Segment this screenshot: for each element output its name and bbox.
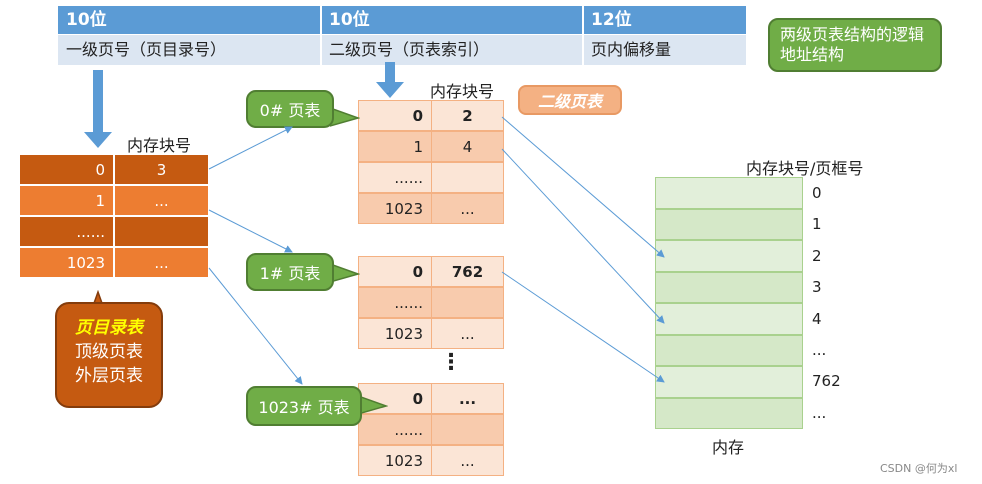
memory-block xyxy=(655,177,803,429)
pt1-block: ... xyxy=(431,318,504,349)
dir-index: 1 xyxy=(19,185,114,216)
table-0-callout-text: 0# 页表 xyxy=(259,101,321,120)
memory-frame xyxy=(655,366,803,398)
table-1023-callout: 1023# 页表 xyxy=(246,386,362,426)
memory-frame xyxy=(655,240,803,272)
dir-index: 1023 xyxy=(19,247,114,278)
connector xyxy=(501,148,665,324)
directory-callout: 页目录表 顶级页表 外层页表 xyxy=(55,302,163,408)
memory-frame-label: ... xyxy=(812,341,827,359)
connector xyxy=(501,271,665,383)
field-3-name: 页内偏移量 xyxy=(583,35,746,65)
memory-frame-label: 1 xyxy=(812,215,822,233)
dir-block: 3 xyxy=(114,154,209,185)
pt0-block xyxy=(431,162,504,193)
connector xyxy=(208,126,293,170)
page-table-1023: 0 ... ...... 1023 ... xyxy=(358,383,504,476)
second-level-label: 二级页表 xyxy=(518,85,622,115)
dir-index: 0 xyxy=(19,154,114,185)
table-1023-callout-text: 1023# 页表 xyxy=(258,398,350,417)
directory-header: 内存块号 xyxy=(127,136,192,155)
arrow-to-directory xyxy=(84,70,112,148)
pt0-block: 4 xyxy=(431,131,504,162)
pt1023-block: ... xyxy=(431,445,504,476)
divider xyxy=(582,6,584,68)
memory-frame-label: 4 xyxy=(812,310,822,328)
pt0-index: ...... xyxy=(358,162,432,193)
pt0-index: 1023 xyxy=(358,193,432,224)
memory-frame-label: 2 xyxy=(812,247,822,265)
field-1-bits: 10位 xyxy=(58,6,321,34)
page-table-0: 0 2 1 4 ...... 1023 ... xyxy=(358,100,504,224)
pt1-index: 0 xyxy=(358,256,432,287)
memory-frame xyxy=(655,334,803,366)
address-format-table: 10位 10位 12位 一级页号（页目录号） 二级页号（页表索引） 页内偏移量 xyxy=(58,6,746,68)
dir-block: ... xyxy=(114,247,209,278)
pt0-index: 0 xyxy=(358,100,432,131)
memory-frame xyxy=(655,208,803,240)
table-1-callout: 1# 页表 xyxy=(246,253,334,291)
table-1-callout-text: 1# 页表 xyxy=(259,264,321,283)
field-3-bits: 12位 xyxy=(583,6,746,34)
memory-frame xyxy=(655,397,803,429)
field-2-name: 二级页号（页表索引） xyxy=(321,35,583,65)
pt1023-block: ... xyxy=(431,383,504,414)
memory-frame-label: 0 xyxy=(812,184,822,202)
second-level-label-text: 二级页表 xyxy=(537,92,602,111)
address-format-note-text: 两级页表结构的逻辑地址结构 xyxy=(780,25,925,64)
tables-ellipsis: ⋮ xyxy=(440,350,462,375)
dir-index: ...... xyxy=(19,216,114,247)
callout-pointer xyxy=(330,107,360,127)
memory-frame-label: 3 xyxy=(812,278,822,296)
pt0-block: 2 xyxy=(431,100,504,131)
pt1-index: ...... xyxy=(358,287,432,318)
pt1-block: 762 xyxy=(431,256,504,287)
memory-header: 内存块号/页框号 xyxy=(746,159,864,178)
table-0-callout: 0# 页表 xyxy=(246,90,334,128)
field-2-bits: 10位 xyxy=(321,6,583,34)
page-table-1: 0 762 ...... 1023 ... xyxy=(358,256,504,349)
page-directory-table: 0 3 1 ... ...... 1023 ... xyxy=(19,154,209,280)
dir-block xyxy=(114,216,209,247)
pt1-index: 1023 xyxy=(358,318,432,349)
directory-callout-line: 外层页表 xyxy=(75,366,143,386)
pt0-block: ... xyxy=(431,193,504,224)
directory-callout-title: 页目录表 xyxy=(75,318,143,338)
memory-frame-label: ... xyxy=(812,404,827,422)
connector xyxy=(501,116,665,258)
field-1-name: 一级页号（页目录号） xyxy=(58,35,321,65)
watermark: CSDN @何为xl xyxy=(880,462,958,475)
pt1023-index: 1023 xyxy=(358,445,432,476)
callout-pointer xyxy=(330,263,360,283)
memory-frame xyxy=(655,303,803,335)
connector xyxy=(208,209,293,253)
memory-frame xyxy=(655,271,803,303)
memory-frame xyxy=(655,177,803,209)
pt1023-block xyxy=(431,414,504,445)
callout-pointer xyxy=(358,395,388,415)
divider xyxy=(320,6,322,68)
memory-frame-label: 762 xyxy=(812,372,841,390)
second-level-header: 内存块号 xyxy=(430,82,495,101)
pt0-index: 1 xyxy=(358,131,432,162)
pt1023-index: ...... xyxy=(358,414,432,445)
pt1-block xyxy=(431,287,504,318)
address-format-note: 两级页表结构的逻辑地址结构 xyxy=(768,18,942,72)
memory-caption: 内存 xyxy=(712,438,745,457)
directory-callout-line: 顶级页表 xyxy=(75,342,143,362)
dir-block: ... xyxy=(114,185,209,216)
